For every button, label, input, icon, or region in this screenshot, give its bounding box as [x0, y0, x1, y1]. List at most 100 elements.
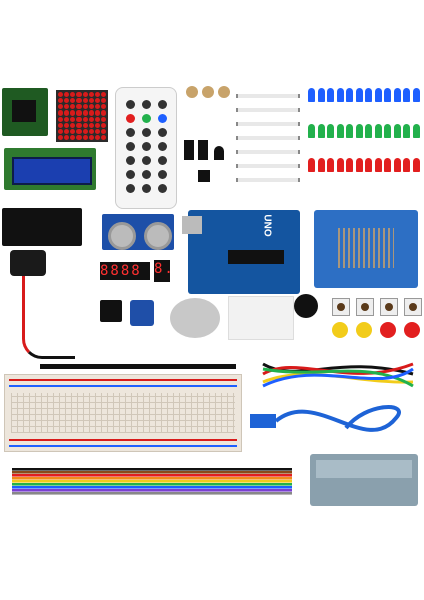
dupont-ribbon-cable [12, 468, 292, 498]
matrix-led [64, 134, 70, 140]
matrix-led [100, 128, 106, 134]
matrix-led [88, 92, 94, 98]
led [374, 88, 382, 102]
matrix-led [76, 122, 82, 128]
remote-button [158, 114, 167, 123]
led [308, 124, 315, 138]
remote-button [126, 100, 135, 109]
button-cap-yellow [332, 322, 348, 338]
buzzer [294, 294, 318, 318]
matrix-led [64, 128, 70, 134]
remote-button [142, 156, 151, 165]
led [393, 158, 401, 172]
remote-button [126, 128, 135, 137]
matrix-led [64, 122, 70, 128]
led [403, 124, 410, 138]
led [327, 158, 334, 172]
matrix-led [70, 116, 76, 122]
matrix-led [70, 134, 76, 140]
matrix-led [82, 98, 88, 104]
matrix-led [100, 92, 106, 98]
remote-button [158, 128, 167, 137]
led-matrix-8x8 [56, 90, 108, 142]
led [365, 88, 372, 102]
led [317, 88, 325, 102]
seven-segment-4digit-label: 8888 [100, 263, 142, 279]
led [403, 88, 410, 102]
jumper-wires [262, 362, 414, 388]
remote-button [126, 114, 135, 123]
matrix-led [82, 134, 88, 140]
push-button [380, 298, 398, 316]
remote-button [126, 170, 135, 179]
matrix-led [70, 122, 76, 128]
matrix-led [94, 128, 100, 134]
led [355, 158, 363, 172]
ribbon-wire [12, 474, 292, 477]
matrix-led [88, 128, 94, 134]
matrix-led [82, 122, 88, 128]
matrix-led [58, 110, 64, 116]
transistors [184, 140, 234, 190]
led [346, 88, 353, 102]
ribbon-wire [12, 477, 292, 480]
leds-red [308, 158, 422, 184]
matrix-led [94, 98, 100, 104]
matrix-led [58, 134, 64, 140]
prototype-shield [314, 210, 418, 288]
photoresistors [186, 86, 232, 116]
matrix-led [88, 116, 94, 122]
remote-button [142, 114, 151, 123]
matrix-led [76, 92, 82, 98]
remote-button [142, 128, 151, 137]
matrix-led [82, 110, 88, 116]
led [346, 158, 353, 172]
leds-green [308, 124, 422, 150]
mini-breadboard [228, 296, 294, 340]
header-pins [40, 364, 236, 369]
matrix-led [88, 98, 94, 104]
push-button [356, 298, 374, 316]
matrix-led [100, 104, 106, 110]
stepper-motor [170, 298, 220, 338]
led [403, 158, 410, 172]
matrix-led [58, 122, 64, 128]
matrix-led [100, 122, 106, 128]
matrix-led [94, 122, 100, 128]
led [384, 124, 391, 138]
matrix-led [64, 104, 70, 110]
ribbon-wire [12, 480, 292, 483]
matrix-led [88, 110, 94, 116]
matrix-led [76, 134, 82, 140]
matrix-led [82, 92, 88, 98]
led [412, 88, 420, 102]
breadboard [4, 374, 242, 452]
matrix-led [94, 92, 100, 98]
matrix-led [82, 116, 88, 122]
matrix-led [88, 122, 94, 128]
ribbon-wire [12, 468, 292, 471]
remote-button [126, 184, 135, 193]
led [412, 124, 420, 138]
matrix-led [64, 98, 70, 104]
led [336, 88, 344, 102]
matrix-led [58, 98, 64, 104]
remote-button [126, 156, 135, 165]
matrix-led [58, 128, 64, 134]
ultrasonic-sensor [102, 214, 174, 250]
uno-usb-port [182, 216, 202, 234]
matrix-led [76, 110, 82, 116]
ir-remote [115, 87, 177, 209]
led [317, 124, 325, 138]
remote-button [158, 100, 167, 109]
led [355, 124, 363, 138]
ribbon-wire [12, 486, 292, 489]
uno-board: UNO [182, 210, 300, 294]
matrix-led [94, 110, 100, 116]
led [365, 124, 372, 138]
matrix-led [70, 104, 76, 110]
matrix-led [70, 128, 76, 134]
leds-blue [308, 88, 422, 114]
matrix-led [94, 116, 100, 122]
